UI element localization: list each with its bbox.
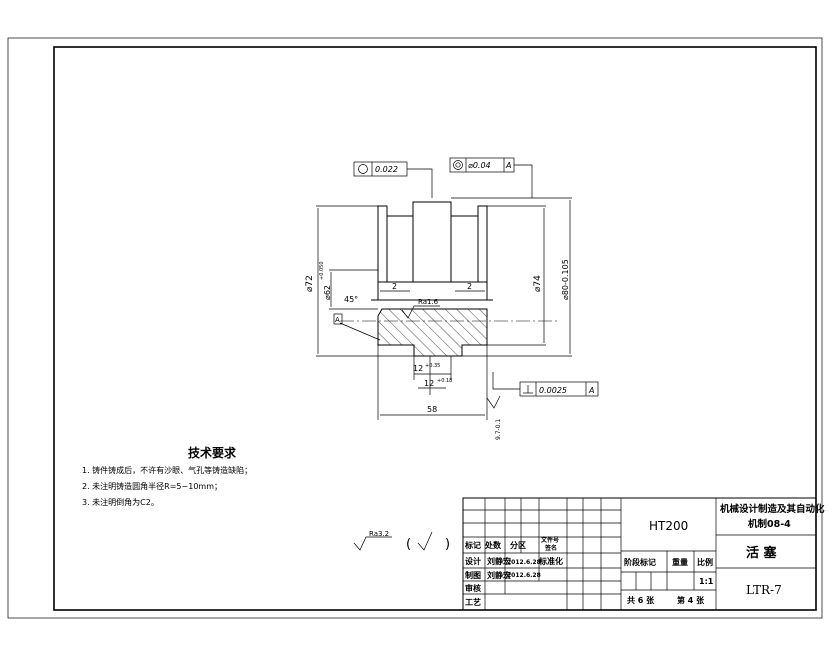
dim-phi62-tol: +0.050 [319,261,325,280]
rev-count: 处数 [484,540,502,550]
dim-groove1-tol: +0.35 [425,363,440,369]
draw-name: 刘静宏 [487,570,511,580]
svg-text:0.0025: 0.0025 [539,386,567,395]
svg-text:0.022: 0.022 [375,165,398,174]
design-date: 2012.6.28 [507,559,541,566]
dim-phi62: ⌀62 [323,285,332,300]
drawing-number: LTR-7 [746,583,782,597]
draw-date: 2012.6.28 [507,572,541,579]
tech-title: 技术要求 [188,445,237,460]
dim-length-tol: 9.7-0.1 [495,419,502,440]
left-rib [377,205,388,283]
review-label: 审核 [465,583,481,593]
section-hatch [377,308,488,357]
paren-open: ( [406,537,411,552]
right-rib [477,205,488,283]
dim-groove1: 12 [413,364,423,373]
roughness-symbol-right [486,395,501,409]
perpendicularity-frame: 0.0025 A [519,381,599,397]
part-view: ⌀72 ⌀62 +0.050 ⌀74 ⌀80-0.105 2 2 45° A R… [305,157,599,440]
stage-mark-label: 阶段标记 [624,557,656,567]
rev-mark: 标记 [464,540,481,550]
sheets-total: 共 6 张 [627,595,655,605]
dim-phi72: ⌀72 [305,275,315,292]
rev-zone: 分区 [510,540,526,550]
inner-border [53,46,817,611]
std-label: 标准化 [538,556,563,566]
part-name: 活 塞 [746,545,778,561]
tech-item: 3. 未注明倒角为C2。 [82,497,159,507]
roundness-icon [358,164,368,174]
scale-value: 1:1 [699,577,714,586]
svg-text:A: A [335,316,340,324]
dim-length: 58 [427,405,437,414]
paren-close: ) [445,537,450,552]
tech-item: 1. 铸件铸成后，不许有沙眼、气孔等铸造缺陷； [82,465,252,475]
roughness-symbol-mid [401,305,440,319]
concentricity-icon [453,160,463,170]
dim-chamfer-right: 2 [467,282,472,291]
perpendicularity-icon [523,385,533,394]
rev-sign: 签名 [544,544,557,552]
dim-groove2-tol: +0.18 [437,378,452,384]
rev-doc: 文件号 [540,536,559,544]
outer-border [7,37,823,619]
dim-phi74: ⌀74 [533,275,543,292]
boss [412,201,452,283]
roundness-frame: 0.022 [353,161,408,177]
tech-requirements: 技术要求 1. 铸件铸成后，不许有沙眼、气孔等铸造缺陷； 2. 未注明铸造圆角半… [82,445,252,507]
dim-groove2: 12 [424,379,434,388]
roughness-general-note: Ra3.2 ( ) [353,530,450,552]
dim-chamfer-left: 2 [392,282,397,291]
process-label: 工艺 [465,597,481,607]
coaxiality-frame: ⌀0.04 A [449,157,515,173]
design-name: 刘静宏 [487,556,511,566]
draw-label: 制图 [465,570,481,580]
svg-text:A: A [588,386,594,395]
scale-label: 比例 [697,557,713,567]
roughness-mid: Ra1.6 [418,298,439,306]
check-roughness-icon [417,531,433,551]
school-label: 机械设计制造及其自动化 [720,503,825,515]
dim-phi80: ⌀80-0.105 [561,259,570,300]
material-label: HT200 [649,519,688,533]
sheet-number: 第 4 张 [677,595,705,605]
class-label: 机制08-4 [748,518,791,530]
datum-a-left: A [333,313,343,325]
weight-label: 重量 [672,557,688,567]
title-block: HT200 机械设计制造及其自动化 机制08-4 活 塞 LTR-7 阶段标记 … [462,497,825,611]
tech-item: 2. 未注明铸造圆角半径R=5~10mm； [82,481,222,491]
svg-text:⌀0.04: ⌀0.04 [468,161,491,170]
design-label: 设计 [465,556,481,566]
roughness-symbol [353,536,392,551]
svg-text:A: A [505,161,511,170]
roughness-value: Ra3.2 [369,530,389,538]
dim-angle: 45° [344,295,358,304]
